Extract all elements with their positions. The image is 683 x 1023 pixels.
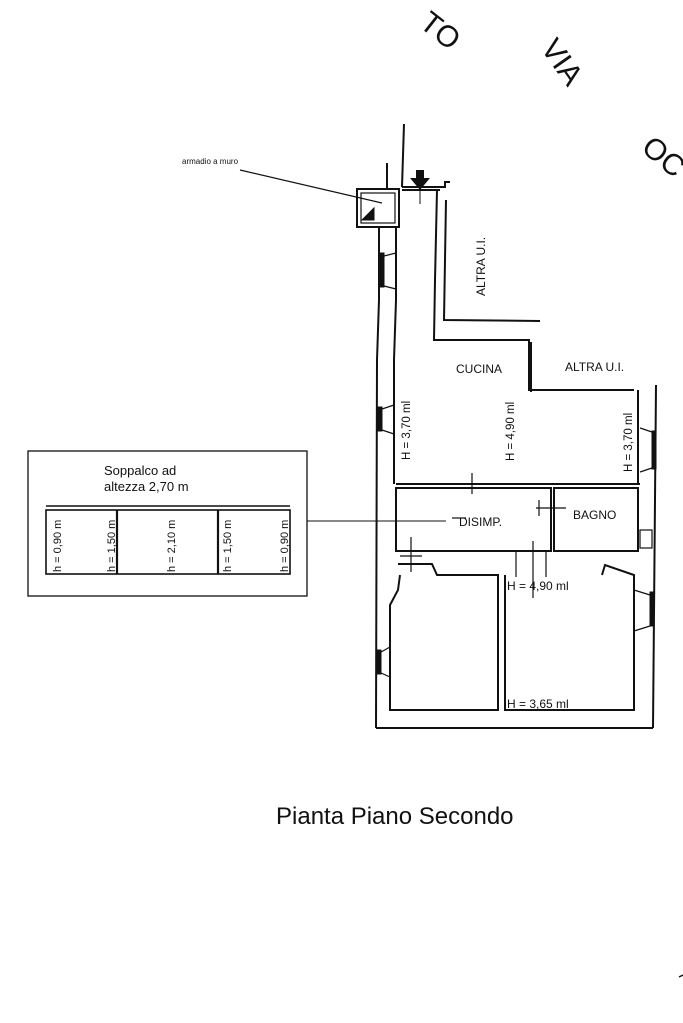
wardrobe-niche xyxy=(356,188,400,228)
street-name: TO VIA OC xyxy=(414,6,683,185)
room-bathroom xyxy=(536,487,639,552)
mezzanine-section-height: h = 2,10 m xyxy=(166,520,178,572)
wardrobe-leader-line xyxy=(239,169,383,204)
street-text-to: TO xyxy=(414,6,467,57)
room-kitchen xyxy=(396,390,640,494)
other-unit-top-label: ALTRA U.I. xyxy=(474,237,488,296)
kitchen-height-right: H = 3,70 ml xyxy=(623,413,635,472)
room-height-bottom: H = 3,65 ml xyxy=(507,697,569,711)
room-bedroom-right xyxy=(504,563,635,711)
kitchen-height-left: H = 3,70 ml xyxy=(401,401,413,460)
entrance-arrow-icon xyxy=(410,170,430,204)
window-left-upper xyxy=(379,252,397,290)
kitchen-label: CUCINA xyxy=(456,362,502,376)
page-mark xyxy=(678,974,683,978)
mezzanine-title-line1: Soppalco ad xyxy=(104,463,176,478)
window-left-kitchen xyxy=(377,404,395,435)
mezzanine-section-height: h = 1,50 m xyxy=(106,520,118,572)
street-text-oc: OC xyxy=(636,130,683,184)
street-text-via: VIA xyxy=(534,33,589,92)
mezzanine-title-line2: altezza 2,70 m xyxy=(104,479,189,494)
hallway-label: DISIMP. xyxy=(459,515,502,529)
mezzanine-section-height: h = 0,90 m xyxy=(279,520,291,572)
room-hallway xyxy=(395,487,552,598)
window-left-bedroom xyxy=(376,646,391,678)
room-height-top: H = 4,90 ml xyxy=(507,579,569,593)
room-bedroom-left xyxy=(389,563,499,711)
corridor-walls xyxy=(375,123,634,729)
mezzanine-section-height: h = 0,90 m xyxy=(52,520,64,572)
other-unit-right-label: ALTRA U.I. xyxy=(565,360,624,374)
wardrobe-label: armadio a muro xyxy=(182,157,239,166)
right-facade xyxy=(633,384,657,729)
mezzanine-section-height: h = 1,50 m xyxy=(222,520,234,572)
mezzanine-inset xyxy=(27,450,308,597)
kitchen-height-center: H = 4,90 ml xyxy=(505,402,517,461)
plan-caption: Pianta Piano Secondo xyxy=(276,803,514,830)
bathroom-label: BAGNO xyxy=(573,508,616,522)
